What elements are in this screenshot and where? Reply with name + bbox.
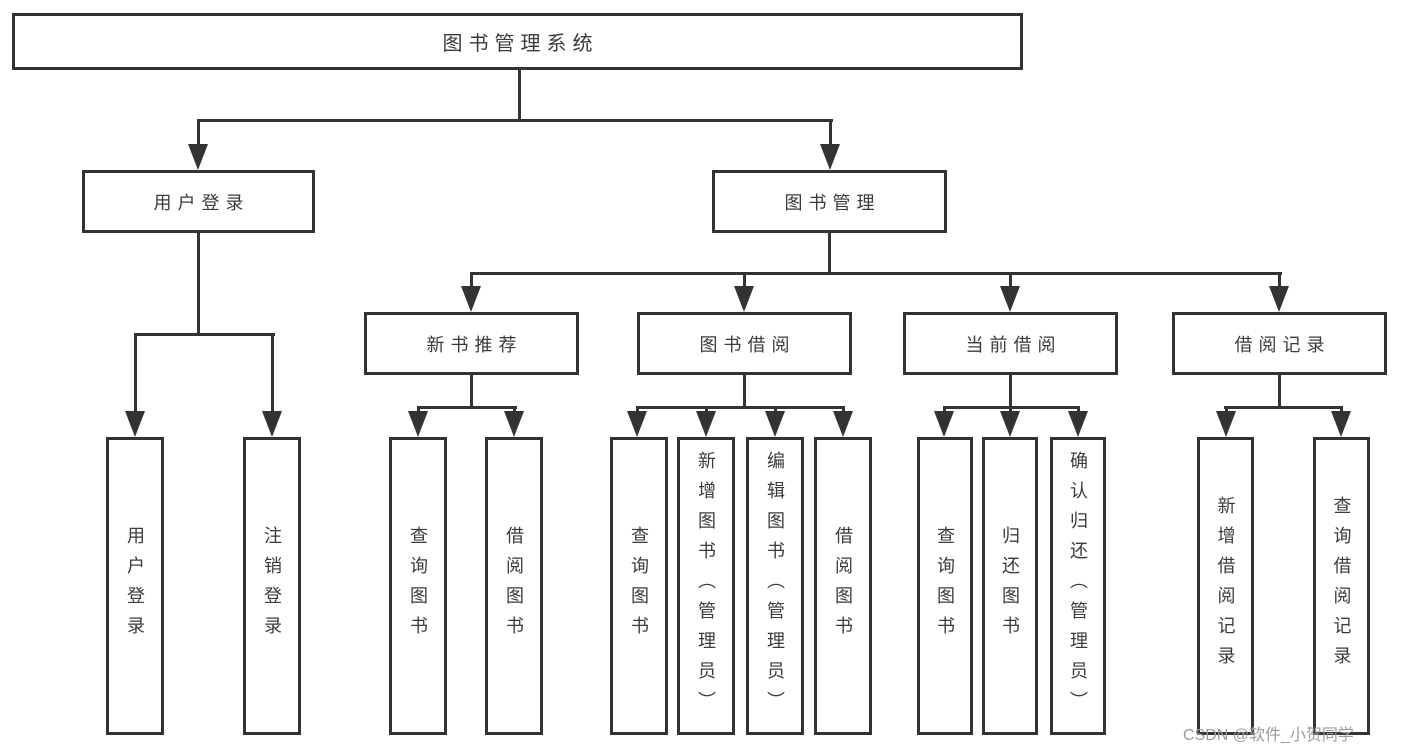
leaf-logout-label: 注销登录 [262, 526, 282, 646]
connector-line [743, 272, 746, 288]
node-book-management: 图书管理 [712, 170, 947, 233]
arrowhead-down-icon [833, 411, 853, 437]
leaf-logout: 注销登录 [243, 437, 301, 735]
leaf-borrow-books-recommend: 借阅图书 [485, 437, 543, 735]
node-book-borrowing-label: 图书借阅 [699, 334, 796, 355]
connector-line [636, 406, 845, 409]
node-current-borrowing-label: 当前借阅 [965, 334, 1062, 355]
leaf-query-books-recommend-label: 查询图书 [408, 526, 428, 646]
arrowhead-down-icon [1000, 286, 1020, 312]
connector-line [134, 333, 275, 336]
connector-line [271, 333, 274, 414]
connector-line [1224, 406, 1343, 409]
node-book-borrowing: 图书借阅 [637, 312, 852, 375]
leaf-query-borrow-record-label: 查询借阅记录 [1331, 496, 1352, 676]
connector-line [197, 119, 833, 122]
arrowhead-down-icon [1068, 411, 1088, 437]
leaf-borrow-books-borrow-label: 借阅图书 [833, 526, 853, 646]
connector-line [197, 231, 200, 335]
watermark: CSDN @软件_小贺同学 [1183, 727, 1354, 744]
connector-line [636, 406, 639, 414]
leaf-add-borrow-record: 新增借阅记录 [1197, 437, 1254, 735]
connector-line [743, 373, 746, 408]
arrowhead-down-icon [820, 144, 840, 170]
arrowhead-down-icon [765, 411, 785, 437]
connector-line [828, 231, 831, 274]
connector-line [943, 406, 946, 414]
leaf-query-books-recommend: 查询图书 [389, 437, 447, 735]
leaf-borrow-books-borrow: 借阅图书 [814, 437, 872, 735]
leaf-add-book-admin: 新增图书（管理员） [677, 437, 735, 735]
leaf-edit-book-admin-label: 编辑图书（管理员） [765, 451, 785, 721]
node-library-system-label: 图书管理系统 [442, 33, 599, 55]
connector-line [842, 406, 845, 414]
leaf-user-login: 用户登录 [106, 437, 164, 735]
connector-line [1340, 406, 1343, 414]
arrowhead-down-icon [627, 411, 647, 437]
leaf-add-borrow-record-label: 新增借阅记录 [1215, 496, 1236, 676]
connector-line [1009, 373, 1012, 408]
node-new-book-recommend: 新书推荐 [364, 312, 579, 375]
connector-line [417, 406, 517, 409]
connector-line [470, 272, 473, 288]
leaf-query-books-current-label: 查询图书 [935, 526, 955, 646]
leaf-borrow-books-recommend-label: 借阅图书 [504, 526, 524, 646]
arrowhead-down-icon [125, 411, 145, 437]
leaf-confirm-return-admin-label: 确认归还（管理员） [1068, 451, 1088, 721]
arrowhead-down-icon [1269, 286, 1289, 312]
connector-line [470, 272, 1282, 275]
arrowhead-down-icon [461, 286, 481, 312]
connector-line [774, 406, 777, 414]
node-library-system: 图书管理系统 [12, 13, 1023, 70]
arrowhead-down-icon [504, 411, 524, 437]
leaf-query-books-current: 查询图书 [917, 437, 973, 735]
connector-line [134, 333, 137, 414]
arrowhead-down-icon [934, 411, 954, 437]
node-new-book-recommend-label: 新书推荐 [426, 334, 523, 355]
node-borrowing-records-label: 借阅记录 [1234, 334, 1331, 355]
connector-line [1009, 272, 1012, 288]
connector-line [470, 373, 473, 408]
arrowhead-down-icon [1000, 411, 1020, 437]
arrowhead-down-icon [734, 286, 754, 312]
arrowhead-down-icon [1331, 411, 1351, 437]
connector-line [1225, 406, 1228, 414]
connector-line [1009, 406, 1012, 414]
connector-line [1278, 272, 1281, 288]
node-current-borrowing: 当前借阅 [903, 312, 1118, 375]
connector-line [829, 119, 832, 147]
leaf-query-books-borrow-label: 查询图书 [629, 526, 649, 646]
connector-line [417, 406, 420, 414]
leaf-user-login-label: 用户登录 [125, 526, 145, 646]
leaf-add-book-admin-label: 新增图书（管理员） [696, 451, 716, 721]
connector-line [197, 119, 200, 147]
connector-line [1077, 406, 1080, 414]
connector-line [513, 406, 516, 414]
leaf-return-books-label: 归还图书 [1000, 526, 1020, 646]
node-book-management-label: 图书管理 [784, 192, 881, 213]
node-user-login: 用户登录 [82, 170, 315, 233]
arrowhead-down-icon [262, 411, 282, 437]
connector-line [518, 67, 521, 121]
leaf-query-borrow-record: 查询借阅记录 [1313, 437, 1370, 735]
arrowhead-down-icon [408, 411, 428, 437]
connector-line [705, 406, 708, 414]
arrowhead-down-icon [1216, 411, 1236, 437]
node-borrowing-records: 借阅记录 [1172, 312, 1387, 375]
connector-line [1278, 373, 1281, 408]
leaf-return-books: 归还图书 [982, 437, 1038, 735]
node-user-login-label: 用户登录 [153, 192, 250, 213]
arrowhead-down-icon [188, 144, 208, 170]
leaf-edit-book-admin: 编辑图书（管理员） [746, 437, 804, 735]
leaf-query-books-borrow: 查询图书 [610, 437, 668, 735]
arrowhead-down-icon [696, 411, 716, 437]
leaf-confirm-return-admin: 确认归还（管理员） [1050, 437, 1106, 735]
